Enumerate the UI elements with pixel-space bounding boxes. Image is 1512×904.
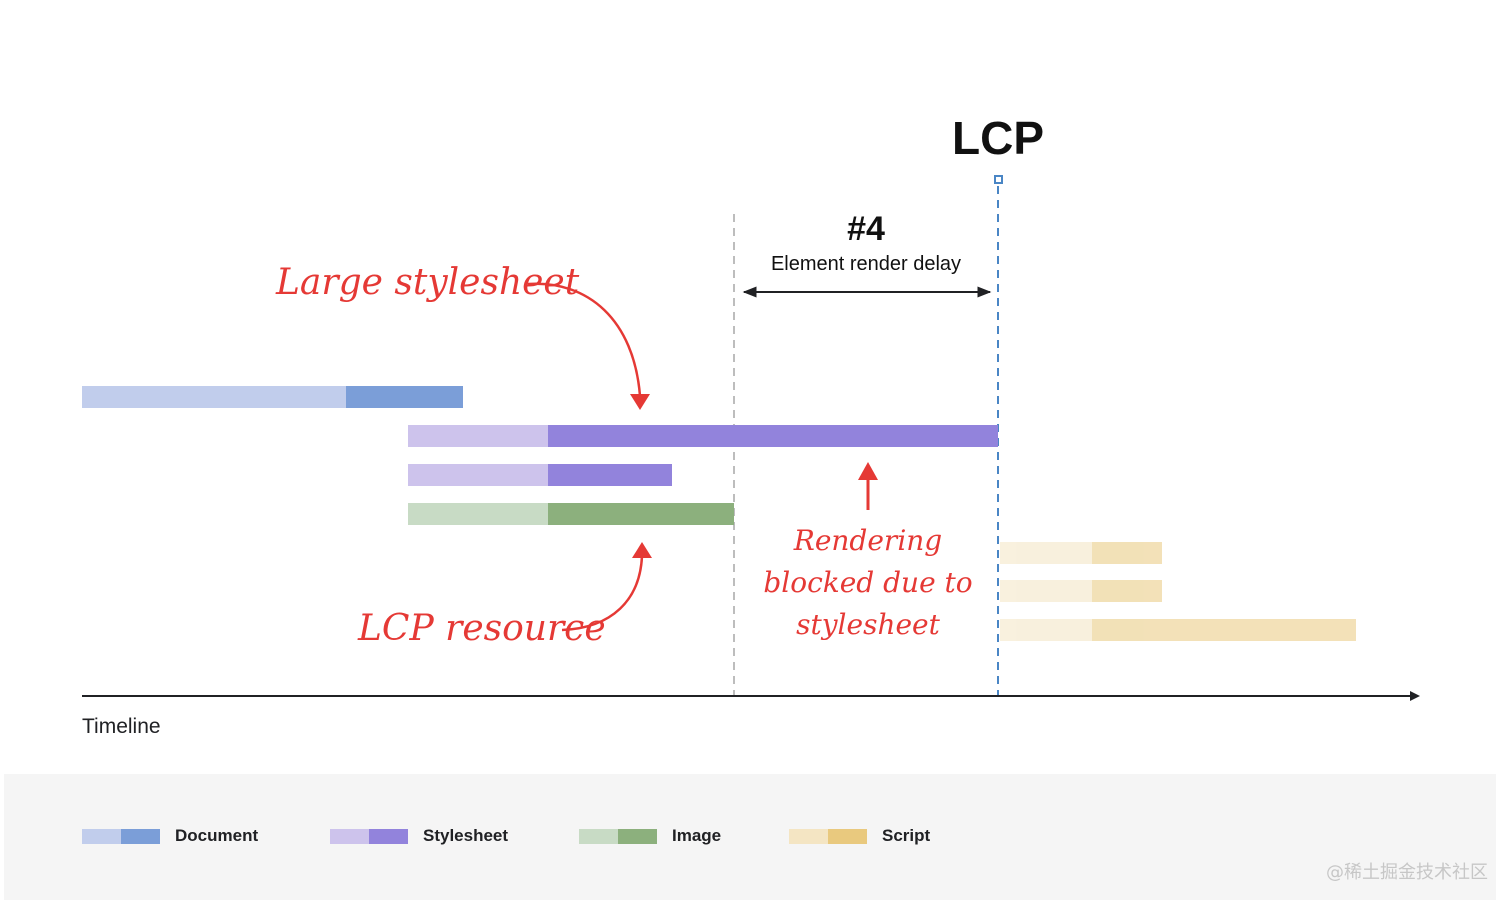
large-stylesheet-bar: [408, 425, 998, 447]
image-swatch-light: [579, 828, 618, 844]
lcp-resource-arrow: [561, 555, 644, 632]
legend-item-script: Script: [789, 826, 931, 845]
watermark: @稀土掘金技术社区: [1326, 862, 1488, 883]
phase-number: #4: [847, 210, 885, 248]
lcp-resource-annotation: LCP resource: [357, 608, 606, 649]
rendering-blocked-line-3: stylesheet: [796, 608, 941, 641]
script-swatch-dark: [828, 828, 867, 844]
script-bar-3: [1000, 619, 1356, 641]
script-swatch-light: [789, 828, 828, 844]
rendering-blocked-line-2: blocked due to: [763, 566, 972, 599]
legend-item-document: Document: [82, 826, 259, 845]
rendering-blocked-arrowhead: [858, 462, 878, 480]
lcp-marker-handle: [994, 175, 1003, 184]
stylesheet-bar: [408, 464, 672, 486]
legend-label-script: Script: [882, 826, 931, 845]
rendering-blocked-line-1: Rendering: [793, 524, 942, 557]
document-swatch-light: [82, 828, 121, 844]
timeline-axis-arrowhead: [1410, 691, 1420, 701]
legend-label-document: Document: [175, 826, 259, 845]
script-bar-2: [1000, 580, 1162, 602]
document-bar: [82, 386, 463, 408]
lcp-resource-arrowhead: [632, 542, 652, 558]
lcp-image-bar: [408, 503, 734, 525]
image-swatch-dark: [618, 828, 657, 844]
large-stylesheet-arrowhead: [630, 394, 650, 410]
large-stylesheet-arrow: [527, 282, 642, 397]
legend-item-image: Image: [579, 826, 722, 845]
phase-name: Element render delay: [771, 253, 961, 275]
timeline-label: Timeline: [82, 715, 161, 738]
legend-item-stylesheet: Stylesheet: [330, 826, 509, 845]
script-bar-1: [1000, 542, 1162, 564]
legend-label-stylesheet: Stylesheet: [423, 826, 509, 845]
legend: Document Stylesheet Image Script: [4, 774, 1496, 900]
stylesheet-swatch-dark: [369, 828, 408, 844]
lcp-title: LCP: [952, 112, 1044, 164]
legend-label-image: Image: [672, 826, 722, 845]
large-stylesheet-annotation: Large stylesheet: [275, 262, 580, 303]
document-swatch-dark: [121, 828, 160, 844]
stylesheet-swatch-light: [330, 828, 369, 844]
